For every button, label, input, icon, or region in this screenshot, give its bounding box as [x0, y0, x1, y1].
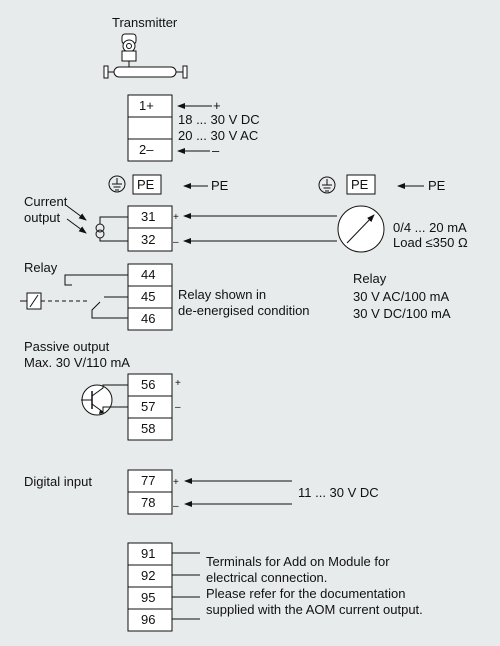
current-source-icon — [66, 205, 128, 242]
pe-box-right-label: PE — [351, 177, 369, 192]
power-dc-voltage: 18 ... 30 V DC — [178, 112, 260, 127]
terminal-31: 31 — [141, 209, 155, 224]
digital-input-label: Digital input — [24, 474, 92, 489]
terminal-95: 95 — [141, 590, 155, 605]
aom-text-2: electrical connection. — [206, 570, 327, 585]
pe-box-left-label: PE — [137, 177, 155, 192]
terminal-96: 96 — [141, 612, 155, 627]
current-output-label-2: output — [24, 210, 61, 225]
aom-text-3: Please refer for the documentation — [206, 586, 405, 601]
passive-output-minus: – — [175, 402, 181, 413]
relay-spec-dc: 30 V DC/100 mA — [353, 306, 451, 321]
relay-terminals: 44 45 46 — [127, 263, 173, 331]
aom-terminals: 91 92 95 96 — [127, 542, 173, 632]
current-output-terminals: 31 32 — [127, 205, 173, 252]
terminal-58: 58 — [141, 421, 155, 436]
passive-output-label-2: Max. 30 V/110 mA — [24, 355, 130, 370]
digital-input-minus: – — [173, 501, 179, 512]
power-ac-voltage: 20 ... 30 V AC — [178, 128, 258, 143]
transmitter-icon — [103, 33, 188, 79]
power-plus: + — [213, 98, 221, 113]
power-terminal-1: 1+ — [139, 98, 154, 113]
relay-label: Relay — [24, 260, 58, 275]
passive-output-label-1: Passive output — [24, 339, 110, 354]
transistor-icon — [81, 384, 128, 416]
pe-label-left: PE — [211, 178, 229, 193]
meter-load: Load ≤350 Ω — [393, 235, 468, 250]
power-minus: – — [212, 143, 220, 158]
current-output-plus: + — [173, 212, 179, 223]
terminal-92: 92 — [141, 568, 155, 583]
relay-spec-title: Relay — [353, 271, 387, 286]
terminal-56: 56 — [141, 377, 155, 392]
terminal-77: 77 — [141, 473, 155, 488]
power-terminal-block: 1+ 2– — [127, 94, 173, 162]
terminal-91: 91 — [141, 546, 155, 561]
ammeter-icon — [337, 205, 385, 253]
terminal-78: 78 — [141, 495, 155, 510]
terminal-57: 57 — [141, 399, 155, 414]
ground-icon-right — [318, 176, 336, 194]
relay-note-1: Relay shown in — [178, 287, 266, 302]
digital-input-terminals: 77 78 — [127, 469, 173, 515]
transmitter-title: Transmitter — [112, 15, 178, 30]
pe-box-right — [346, 174, 376, 195]
relay-spec-ac: 30 V AC/100 mA — [353, 289, 449, 304]
pe-box-left — [132, 174, 162, 195]
power-terminal-2: 2– — [139, 142, 154, 157]
passive-output-plus: + — [175, 378, 181, 389]
ground-icon-left — [108, 175, 126, 193]
passive-output-terminals: 56 57 58 — [127, 373, 173, 441]
terminal-44: 44 — [141, 267, 155, 282]
terminal-46: 46 — [141, 311, 155, 326]
aom-text-4: supplied with the AOM current output. — [206, 602, 423, 617]
aom-text-1: Terminals for Add on Module for — [206, 554, 390, 569]
current-output-label-1: Current — [24, 194, 68, 209]
meter-range: 0/4 ... 20 mA — [393, 220, 467, 235]
digital-input-voltage: 11 ... 30 V DC — [298, 485, 379, 500]
terminal-32: 32 — [141, 232, 155, 247]
digital-input-plus: + — [173, 477, 179, 488]
current-output-minus: – — [173, 237, 179, 248]
pe-label-right: PE — [428, 178, 446, 193]
relay-contact-icon — [20, 274, 128, 319]
terminal-45: 45 — [141, 289, 155, 304]
relay-note-2: de-energised condition — [178, 303, 310, 318]
